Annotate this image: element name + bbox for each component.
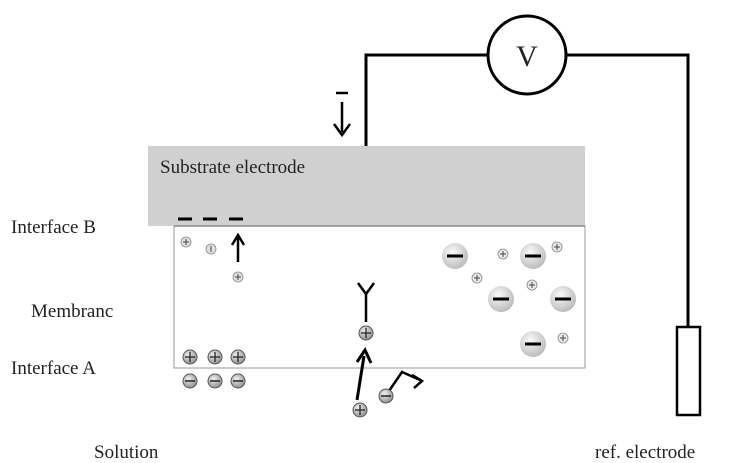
- wire-voltmeter-to-ref: [566, 53, 690, 328]
- interface-a-anion: [207, 373, 223, 389]
- cation-small: [232, 271, 244, 283]
- cation-small: [497, 248, 509, 260]
- cation-small: [526, 279, 538, 291]
- voltmeter: V: [486, 14, 568, 96]
- cation-small: [551, 241, 563, 253]
- voltmeter-label: V: [516, 40, 538, 73]
- wire-substrate-to-voltmeter: [364, 53, 488, 150]
- interface-a-anion: [182, 373, 198, 389]
- large-anion: [442, 243, 468, 269]
- cation-small: [557, 332, 569, 344]
- membrane-layer: [173, 225, 586, 369]
- fork-arrow: [356, 282, 376, 322]
- cation-up-arrow: [230, 232, 246, 262]
- substrate-electrode: [148, 146, 585, 226]
- cation-small: [471, 272, 483, 284]
- reference-electrode: [675, 325, 702, 417]
- anion-reflect-arrow: [387, 370, 425, 392]
- cation-in-membrane: [358, 325, 374, 341]
- interface-a-label: Interface A: [11, 358, 96, 379]
- substrate-electrode-label: Substrate electrode: [160, 157, 305, 178]
- cation-small: [180, 236, 192, 248]
- large-anion: [520, 331, 546, 357]
- large-anion: [550, 286, 576, 312]
- cation-small: [205, 243, 217, 255]
- ref-electrode-label: ref. electrode: [595, 442, 695, 463]
- interface-a-anion: [230, 373, 246, 389]
- solution-label: Solution: [94, 442, 159, 463]
- interface-b-label: Interface B: [11, 217, 96, 238]
- interface-a-cation: [207, 349, 223, 365]
- large-anion: [520, 243, 546, 269]
- interface-a-cation: [182, 349, 198, 365]
- cation-up-arrow: [355, 346, 373, 401]
- large-anion: [488, 286, 514, 312]
- membrane-label: Membranc: [31, 301, 113, 322]
- interface-a-cation: [230, 349, 246, 365]
- electron-flow-arrow: [332, 91, 352, 138]
- anion-solution: [378, 388, 394, 404]
- cation-solution: [352, 402, 368, 418]
